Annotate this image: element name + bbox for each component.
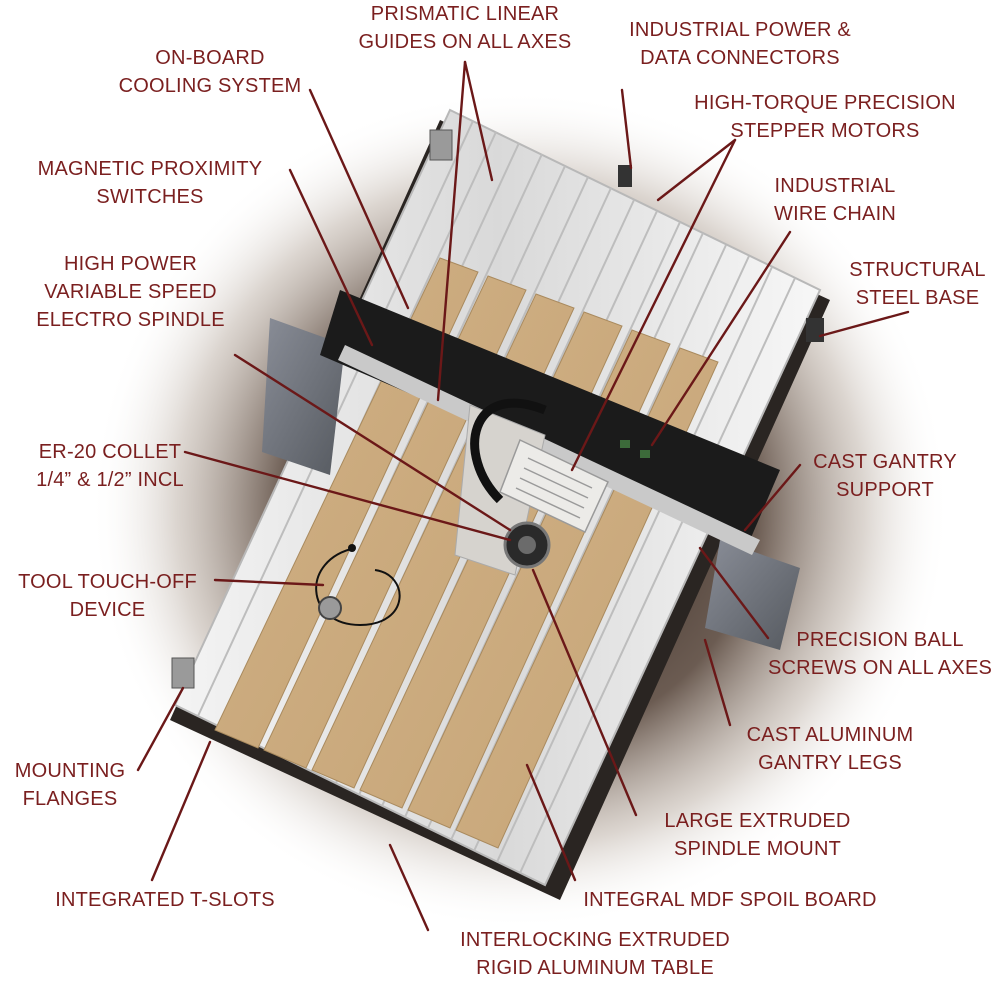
label-steel-base: STRUCTURAL STEEL BASE: [849, 259, 986, 309]
leader-spindle-mount: [531, 568, 638, 817]
label-cooling-system: ON-BOARD COOLING SYSTEM: [118, 47, 302, 97]
leader-t-slots: [150, 740, 212, 882]
gantry-indicator: [620, 440, 630, 448]
leader-proximity-switches: [288, 168, 374, 347]
leader-gantry-support: [743, 463, 802, 532]
gantry-beam: [320, 290, 780, 540]
leader-electro-spindle: [233, 353, 512, 532]
label-mounting-flanges: MOUNTING FLANGES: [14, 760, 126, 810]
leader-prismatic-guides: [463, 60, 494, 182]
leader-industrial-power: [620, 88, 633, 170]
label-gantry-legs: CAST ALUMINUM GANTRY LEGS: [746, 724, 914, 774]
label-ball-screws: PRECISION BALL SCREWS ON ALL AXES: [767, 629, 993, 679]
leader-collet: [183, 450, 512, 542]
leader-prismatic-guides: [436, 60, 467, 402]
label-proximity-switches: MAGNETIC PROXIMITY SWITCHES: [37, 158, 263, 208]
gantry-rail: [338, 345, 760, 555]
label-spoil-board: INTEGRAL MDF SPOIL BOARD: [583, 889, 877, 911]
label-t-slots: INTEGRATED T-SLOTS: [55, 889, 275, 911]
leader-aluminum-table: [388, 843, 430, 932]
gantry-leg-right: [705, 540, 800, 650]
label-touch-off: TOOL TOUCH-OFF DEVICE: [18, 571, 197, 621]
power-connector: [618, 165, 632, 187]
leader-stepper-motors: [570, 138, 737, 472]
label-gantry-support: CAST GANTRY SUPPORT: [813, 451, 957, 501]
label-industrial-power: INDUSTRIAL POWER & DATA CONNECTORS: [629, 19, 851, 69]
leader-stepper-motors: [656, 138, 737, 202]
label-aluminum-table: INTERLOCKING EXTRUDED RIGID ALUMINUM TAB…: [460, 929, 730, 979]
label-stepper-motors: HIGH-TORQUE PRECISION STEPPER MOTORS: [694, 92, 956, 142]
leader-mounting-flanges: [136, 686, 185, 772]
spindle-cable: [470, 398, 547, 504]
gantry-indicator: [640, 450, 650, 458]
label-collet: ER-20 COLLET 1/4” & 1/2” INCL: [36, 441, 184, 491]
mounting-flange: [429, 129, 453, 161]
spindle-motor-housing: [499, 438, 609, 534]
leader-gantry-legs: [703, 638, 732, 727]
gantry-leg-left: [262, 318, 345, 475]
leader-touch-off: [213, 578, 325, 587]
tool-touch-off-device: [315, 544, 401, 627]
leader-ball-screws: [698, 546, 770, 640]
spindle-collet-nut: [518, 536, 536, 554]
leader-spoil-board: [525, 763, 577, 882]
leader-cooling-system: [308, 88, 410, 310]
leader-wire-chain: [650, 230, 792, 447]
leader-steel-base: [818, 310, 910, 338]
label-prismatic-guides: PRISMATIC LINEAR GUIDES ON ALL AXES: [358, 3, 572, 53]
label-electro-spindle: HIGH POWER VARIABLE SPEED ELECTRO SPINDL…: [36, 253, 225, 331]
spindle-vents: [515, 457, 593, 519]
label-wire-chain: INDUSTRIAL WIRE CHAIN: [774, 175, 896, 225]
label-spindle-mount: LARGE EXTRUDED SPINDLE MOUNT: [664, 810, 851, 860]
